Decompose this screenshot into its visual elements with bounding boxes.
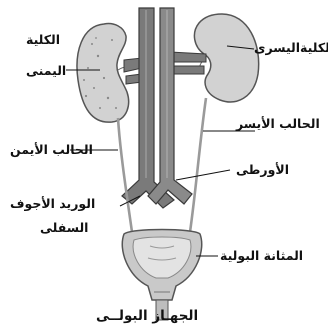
right-kidney <box>77 24 134 123</box>
urinary-bladder <box>122 230 201 321</box>
label-vena-cava-line2: السفلى <box>40 222 88 235</box>
label-vena-cava-line1: الوريد الأجوف <box>10 198 95 211</box>
label-right-ureter: الحالب الأيمن <box>10 144 93 157</box>
label-left-ureter: الحالب الأيسر <box>236 118 320 131</box>
label-left-kidney: الكليةاليسرى <box>254 42 328 55</box>
label-bladder: المثانة البولية <box>220 250 303 263</box>
diagram-caption: الجهـاز البولــى <box>96 310 198 324</box>
label-right-kidney-line1: الكلية <box>26 34 60 47</box>
label-aorta: الأورطى <box>236 164 289 177</box>
label-right-kidney-line2: اليمنى <box>26 65 66 78</box>
